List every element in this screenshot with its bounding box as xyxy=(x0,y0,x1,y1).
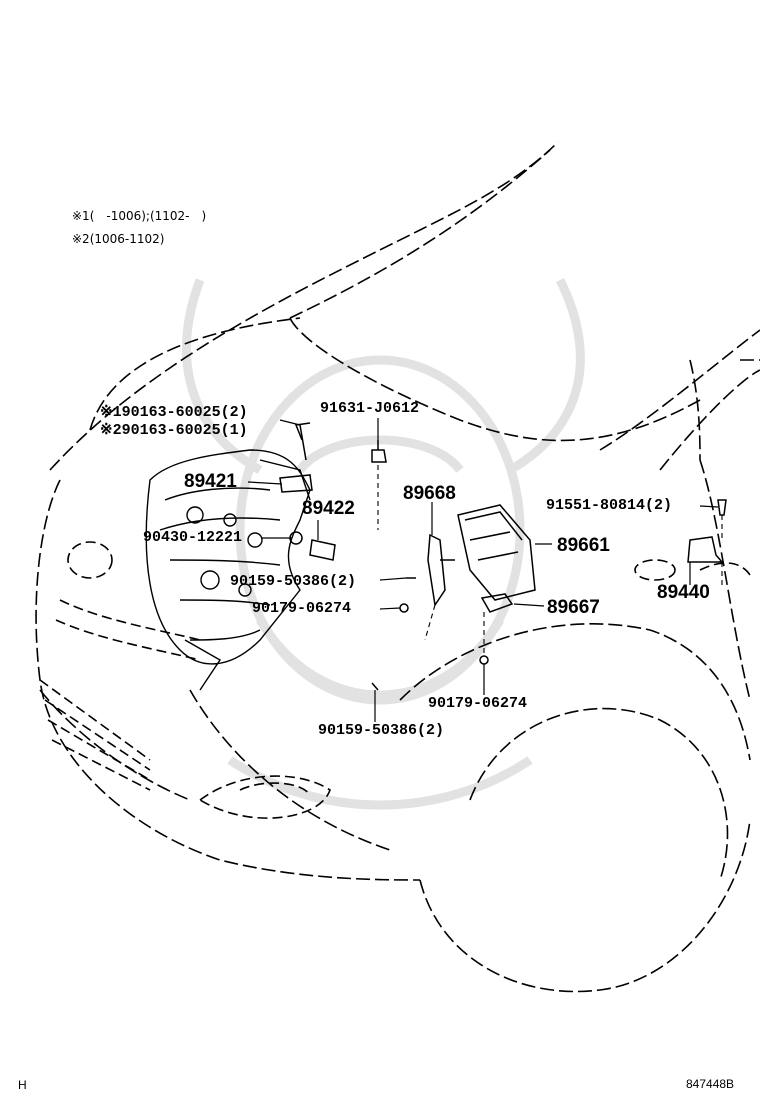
part-label-91551-80814: 91551-80814(2) xyxy=(546,497,673,514)
part-label-90430-12221: 90430-12221 xyxy=(143,529,243,546)
part-label-90159-50386-upper: 90159-50386(2) xyxy=(230,573,357,590)
part-label-89422: 89422 xyxy=(302,498,355,519)
part-label-89440: 89440 xyxy=(657,582,710,603)
note-range-2: ※2(1006-1102) xyxy=(72,232,165,246)
body-outline xyxy=(35,141,760,993)
part-label-91631-j0612: 91631-J0612 xyxy=(320,400,420,417)
part-label-90159-50386-lower: 90159-50386(2) xyxy=(318,722,445,739)
part-label-89668: 89668 xyxy=(403,483,456,504)
part-label-90163-60025-1: ※290163-60025(1) xyxy=(100,422,248,439)
leader-lines xyxy=(247,418,719,722)
engine-assembly xyxy=(145,449,311,691)
footer-illustration-number: 847448B xyxy=(686,1077,735,1091)
footer-left-code: H xyxy=(18,1078,27,1092)
front-grille xyxy=(39,541,751,819)
part-label-90179-06274-left: 90179-06274 xyxy=(252,600,352,617)
part-label-89661: 89661 xyxy=(557,535,610,556)
small-parts xyxy=(279,422,727,691)
part-label-89421: 89421 xyxy=(184,471,237,492)
dashed-guides xyxy=(377,465,723,655)
note-range-1: ※1( -1006);(1102- ) xyxy=(72,209,207,223)
part-label-90179-06274-right: 90179-06274 xyxy=(428,695,528,712)
part-label-90163-60025-2: ※190163-60025(2) xyxy=(100,404,248,421)
part-label-89667: 89667 xyxy=(547,597,600,618)
